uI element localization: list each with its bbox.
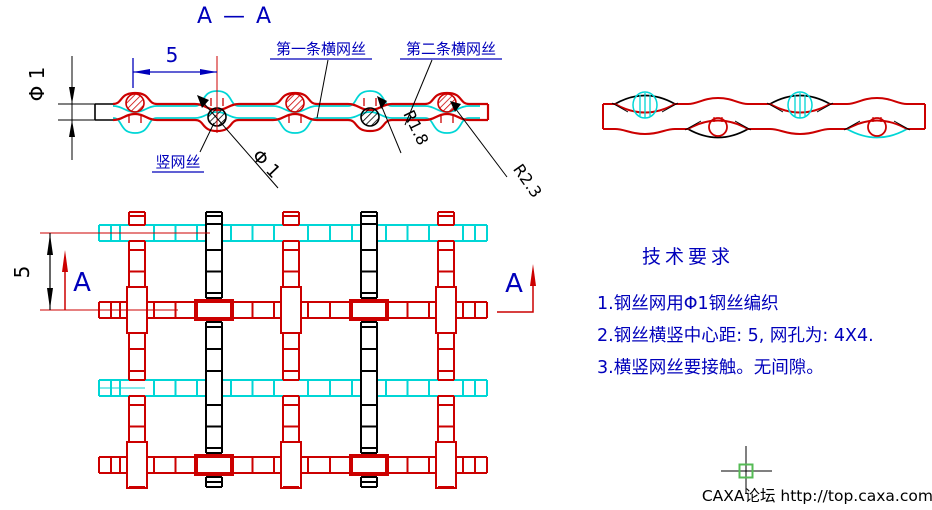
weave-bulge-vertical: [280, 286, 302, 334]
lower-lens-2: [843, 117, 911, 139]
section-arrow-right: A: [497, 264, 536, 313]
tech-requirement-1: 1.钢丝网用Φ1钢丝编织: [597, 294, 779, 314]
weave-bulge-horizontal: [349, 454, 389, 476]
svg-text:Φ 1: Φ 1: [25, 67, 49, 102]
dimension-5-section: 5: [132, 43, 218, 133]
vertical-wire-section-3: [285, 93, 305, 113]
svg-text:竖网丝: 竖网丝: [155, 153, 200, 171]
vertical-wire-section-1: [125, 93, 145, 113]
weave-bulge-horizontal: [349, 299, 389, 321]
section-arrow-left: A: [62, 250, 91, 310]
svg-text:A: A: [73, 268, 91, 298]
svg-text:5: 5: [166, 43, 179, 67]
joint-dashes: [128, 98, 454, 123]
lower-lens-1: [684, 117, 752, 139]
first-cross-wire-profile: [112, 91, 488, 112]
plan-view-annotations: 5 A A: [10, 232, 536, 389]
section-view-a-a: A — A 5 Φ 1 第一条横网丝 第二条横网丝: [25, 4, 546, 201]
watermark-text: CAXA论坛 http://top.caxa.com/: [702, 487, 932, 505]
weave-bulge-horizontal: [194, 454, 234, 476]
label-first-cross-wire: 第一条横网丝: [270, 40, 372, 119]
plan-view-mesh: [98, 211, 488, 489]
first-cross-wire-profile-bottom: [112, 112, 488, 133]
wire-end-left: [94, 103, 113, 121]
label-vertical-wire: 竖网丝: [152, 122, 215, 173]
dimension-5-plan: 5: [10, 233, 53, 310]
weave-bulge-vertical: [435, 441, 457, 489]
svg-text:第一条横网丝: 第一条横网丝: [276, 40, 366, 58]
svg-text:Φ 1: Φ 1: [248, 146, 285, 183]
upper-lens-1: [611, 91, 679, 119]
tech-requirements-title: 技术要求: [642, 246, 734, 268]
leader-r2-3: R2.3: [450, 101, 546, 201]
weave-bulge-vertical: [280, 441, 302, 489]
weave-bulge-horizontal: [194, 299, 234, 321]
svg-text:A: A: [505, 269, 523, 299]
svg-text:R1.8: R1.8: [399, 107, 432, 148]
tech-requirement-3: 3.横竖网丝要接触。无间隙。: [597, 358, 824, 378]
vertical-wire-section-4: [360, 107, 380, 127]
label-second-cross-wire: 第二条横网丝: [400, 40, 502, 126]
pickbox: [738, 463, 754, 479]
section-title: A — A: [197, 4, 273, 29]
svg-text:5: 5: [10, 266, 34, 279]
dimension-phi1-left: Φ 1: [25, 56, 96, 160]
tech-requirement-2: 2.钢丝横竖中心距: 5, 网孔为: 4X4.: [597, 326, 874, 346]
weave-bulge-vertical: [435, 286, 457, 334]
upper-lens-2: [766, 91, 834, 119]
weave-bulge-vertical: [126, 441, 148, 489]
cad-crosshair-cursor: [721, 446, 772, 493]
technical-requirements: 技术要求 1.钢丝网用Φ1钢丝编织 2.钢丝横竖中心距: 5, 网孔为: 4X4…: [597, 246, 874, 378]
svg-text:R2.3: R2.3: [509, 160, 546, 201]
svg-text:第二条横网丝: 第二条横网丝: [406, 40, 496, 58]
side-section-view: [602, 91, 926, 139]
